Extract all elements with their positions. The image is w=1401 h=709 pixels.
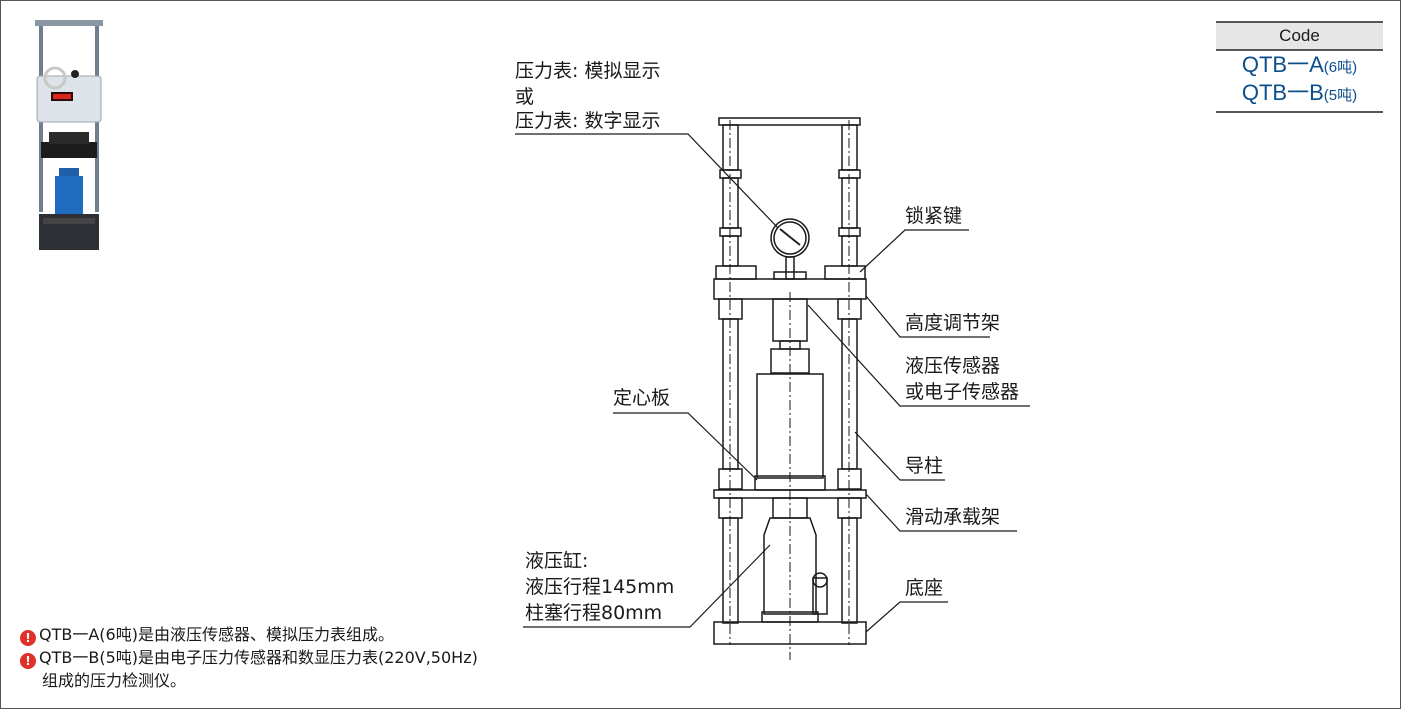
label-gauge-digital: 压力表: 数字显示	[515, 110, 661, 132]
code-table-header: Code	[1216, 21, 1383, 51]
label-plunger-stroke: 柱塞行程80mm	[525, 602, 663, 624]
info-icon: !	[20, 630, 36, 646]
product-photo	[35, 18, 103, 252]
code-row-a: QTB一A(6吨)	[1216, 51, 1383, 79]
label-cylinder-stroke: 液压行程145mm	[525, 576, 675, 598]
label-gauge-or: 或	[515, 86, 535, 108]
code-tons: (5吨)	[1323, 87, 1358, 104]
label-cylinder: 液压缸:	[525, 550, 589, 572]
code-table-bottom-rule	[1216, 107, 1383, 113]
label-sensor-electronic: 或电子传感器	[905, 381, 1020, 403]
lock-key	[824, 265, 866, 280]
label-gauge-analog: 压力表: 模拟显示	[515, 60, 661, 82]
note-qtb-b: !QTB一B(5吨)是由电子压力传感器和数显压力表(220V,50Hz)	[20, 647, 478, 669]
lock-key	[715, 265, 757, 280]
label-centering-plate: 定心板	[613, 387, 671, 409]
code-row-b: QTB一B(5吨)	[1216, 79, 1383, 107]
note-continuation: 组成的压力检测仪。	[42, 671, 187, 690]
label-sensor-hydraulic: 液压传感器	[905, 355, 1001, 377]
note-qtb-a: !QTB一A(6吨)是由液压传感器、模拟压力表组成。	[20, 624, 394, 646]
code-table: Code QTB一A(6吨) QTB一B(5吨)	[1216, 21, 1383, 113]
code-value: QTB一B	[1241, 80, 1324, 105]
label-sliding-frame: 滑动承载架	[905, 506, 1001, 528]
info-icon: !	[20, 653, 36, 669]
label-lock-key: 锁紧键	[905, 205, 963, 227]
code-value: QTB一A	[1241, 52, 1324, 77]
label-height-frame: 高度调节架	[905, 312, 1001, 334]
top-crossbar	[718, 117, 861, 126]
code-tons: (6吨)	[1323, 59, 1358, 76]
label-base: 底座	[905, 577, 944, 599]
label-guide-post: 导柱	[905, 455, 944, 477]
